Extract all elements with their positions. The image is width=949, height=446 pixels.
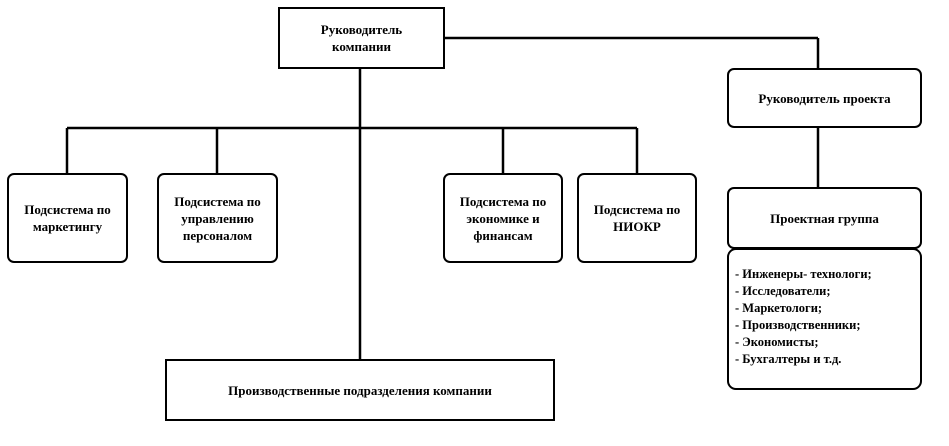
member-economists: - Экономисты; bbox=[735, 335, 819, 349]
project-manager-label: Руководитель проекта bbox=[758, 90, 891, 106]
project-group-box: Проектная группа bbox=[727, 187, 922, 249]
ceo-box: Руководитель компании bbox=[278, 7, 445, 69]
project-group-members-box: - Инженеры- технологи; - Исследователи; … bbox=[727, 248, 922, 390]
member-researchers: - Исследователи; bbox=[735, 284, 831, 298]
project-manager-box: Руководитель проекта bbox=[727, 68, 922, 128]
project-group-label: Проектная группа bbox=[770, 210, 879, 226]
ceo-label: Руководитель компании bbox=[320, 22, 403, 54]
subsystem-rnd-label: Подсистема по НИОКР bbox=[593, 202, 681, 234]
subsystem-finance-label: Подсистема по экономике и финансам bbox=[459, 193, 547, 243]
production-units-label: Производственные подразделения компании bbox=[228, 382, 492, 398]
member-engineers: - Инженеры- технологи; bbox=[735, 267, 872, 281]
subsystem-personnel-box: Подсистема по управлению персоналом bbox=[157, 173, 278, 263]
subsystem-finance-box: Подсистема по экономике и финансам bbox=[443, 173, 563, 263]
member-marketers: - Маркетологи; bbox=[735, 301, 823, 315]
subsystem-rnd-box: Подсистема по НИОКР bbox=[577, 173, 697, 263]
member-production: - Производственники; bbox=[735, 318, 861, 332]
subsystem-personnel-label: Подсистема по управлению персоналом bbox=[174, 193, 261, 243]
subsystem-marketing-label: Подсистема по маркетингу bbox=[24, 202, 111, 234]
subsystem-marketing-box: Подсистема по маркетингу bbox=[7, 173, 128, 263]
member-accountants: - Бухгалтеры и т.д. bbox=[735, 352, 842, 366]
production-units-box: Производственные подразделения компании bbox=[165, 359, 555, 421]
